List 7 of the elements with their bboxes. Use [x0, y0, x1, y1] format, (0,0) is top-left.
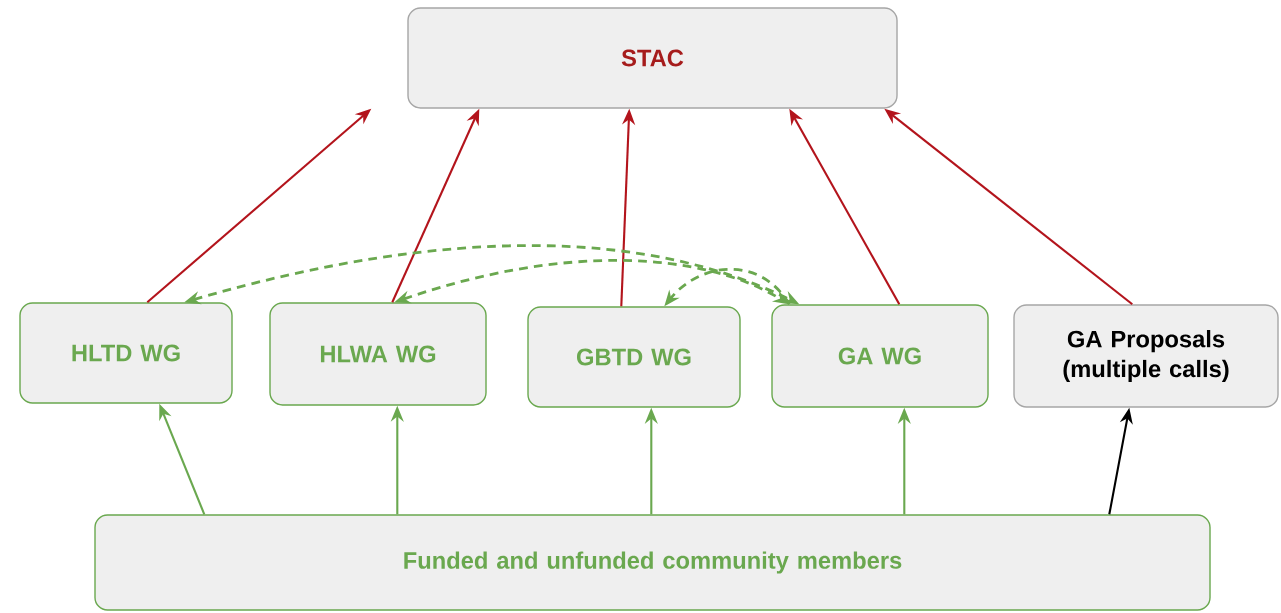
- process-box: HLWA WG: [269, 302, 487, 406]
- process-box: GA Proposals (multiple calls): [1013, 304, 1279, 408]
- process-box: GA WG: [771, 304, 989, 408]
- process-box: HLTD WG: [19, 302, 233, 404]
- process-box: GBTD WG: [527, 306, 741, 408]
- process-box: Funded and unfunded community members: [94, 514, 1211, 611]
- process-box: STAC: [407, 7, 898, 109]
